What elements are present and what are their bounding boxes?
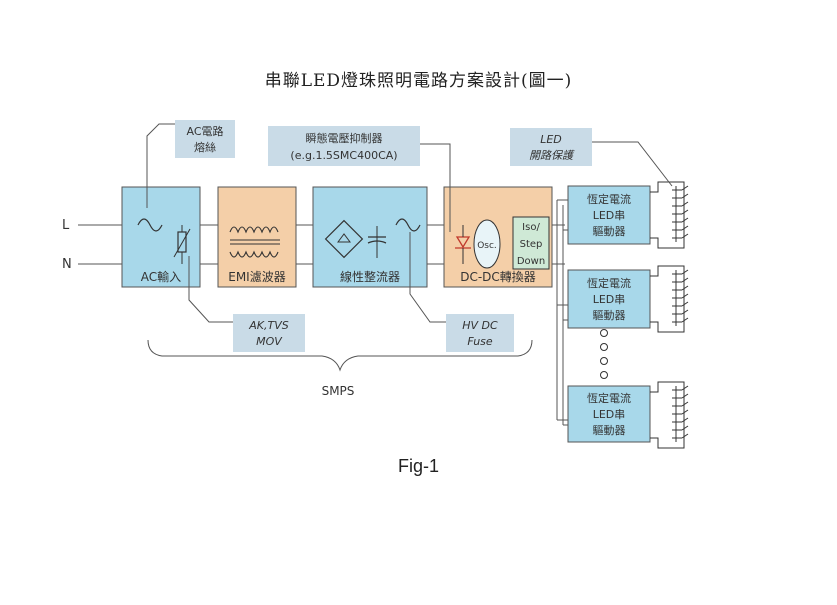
driver-block-1 xyxy=(567,185,651,245)
svg-text:恆定電流: 恆定電流 xyxy=(587,192,631,206)
svg-text:驅動器: 驅動器 xyxy=(593,224,626,238)
svg-text:LED串: LED串 xyxy=(593,209,626,222)
svg-text:LED串: LED串 xyxy=(593,408,626,421)
rectifier-label: 線性整流器 xyxy=(340,269,400,284)
driver-block-3 xyxy=(567,385,651,443)
svg-text:恆定電流: 恆定電流 xyxy=(587,276,631,290)
leader-tvs xyxy=(420,143,451,232)
svg-text:驅動器: 驅動器 xyxy=(593,423,626,437)
leader-led-protect xyxy=(592,141,673,187)
svg-text:LED串: LED串 xyxy=(593,293,626,306)
led-string-3 xyxy=(650,381,689,449)
oscillator-icon xyxy=(473,219,501,269)
callout-hv-fuse xyxy=(446,314,514,352)
diagram-title: 串聯LED燈珠照明電路方案設計(圖一) xyxy=(264,71,573,91)
callout-led-protect xyxy=(510,128,592,166)
svg-text:熔絲: 熔絲 xyxy=(194,140,216,154)
leader-ak-tvs xyxy=(188,256,233,323)
transformer-icon xyxy=(229,226,279,258)
callout-ac-fuse xyxy=(175,120,235,158)
capacitor-icon xyxy=(367,236,387,244)
smps-brace xyxy=(147,339,533,372)
emi-filter-block xyxy=(217,186,297,288)
svg-text:HV DC: HV DC xyxy=(462,319,498,332)
ac-input-label: AC輸入 xyxy=(141,269,181,284)
input-N-label: N xyxy=(62,257,72,272)
svg-text:Step: Step xyxy=(520,239,543,250)
svg-text:驅動器: 驅動器 xyxy=(593,308,626,322)
leader-hv-fuse xyxy=(409,232,446,323)
svg-text:Fuse: Fuse xyxy=(467,335,493,348)
svg-text:MOV: MOV xyxy=(256,335,283,348)
svg-text:開路保護: 開路保護 xyxy=(529,149,575,162)
ellipsis-dot xyxy=(600,371,608,379)
svg-text:Iso/: Iso/ xyxy=(522,222,540,233)
emi-filter-label: EMI濾波器 xyxy=(228,269,285,284)
osc-label: Osc. xyxy=(477,241,497,251)
iso-step-down-block xyxy=(512,216,550,270)
bridge-rectifier-icon xyxy=(324,219,364,259)
smps-label: SMPS xyxy=(322,384,355,398)
dcdc-label: DC-DC轉換器 xyxy=(460,270,536,284)
figure-caption: Fig-1 xyxy=(397,456,439,476)
svg-text:AC電路: AC電路 xyxy=(186,125,223,138)
svg-text:瞬態電壓抑制器: 瞬態電壓抑制器 xyxy=(306,131,383,145)
input-L-label: L xyxy=(62,218,70,233)
driver-block-2 xyxy=(567,269,651,329)
ellipsis-dot xyxy=(600,343,608,351)
leader-ac-fuse xyxy=(146,123,175,208)
svg-text:(e.g.1.5SMC400CA): (e.g.1.5SMC400CA) xyxy=(290,149,397,162)
svg-text:Down: Down xyxy=(517,256,545,267)
ellipsis-dot xyxy=(600,357,608,365)
fuse-icon xyxy=(395,218,421,232)
svg-text:AK,TVS: AK,TVS xyxy=(248,319,288,332)
led-string-2 xyxy=(650,265,689,333)
fuse-icon xyxy=(137,218,163,232)
ac-input-block xyxy=(121,186,201,288)
callout-ak-tvs xyxy=(233,314,305,352)
svg-text:LED: LED xyxy=(540,133,562,146)
led-string-1 xyxy=(650,181,689,249)
ellipsis-dot xyxy=(600,329,608,337)
callout-tvs xyxy=(268,126,420,166)
svg-text:恆定電流: 恆定電流 xyxy=(587,391,631,405)
